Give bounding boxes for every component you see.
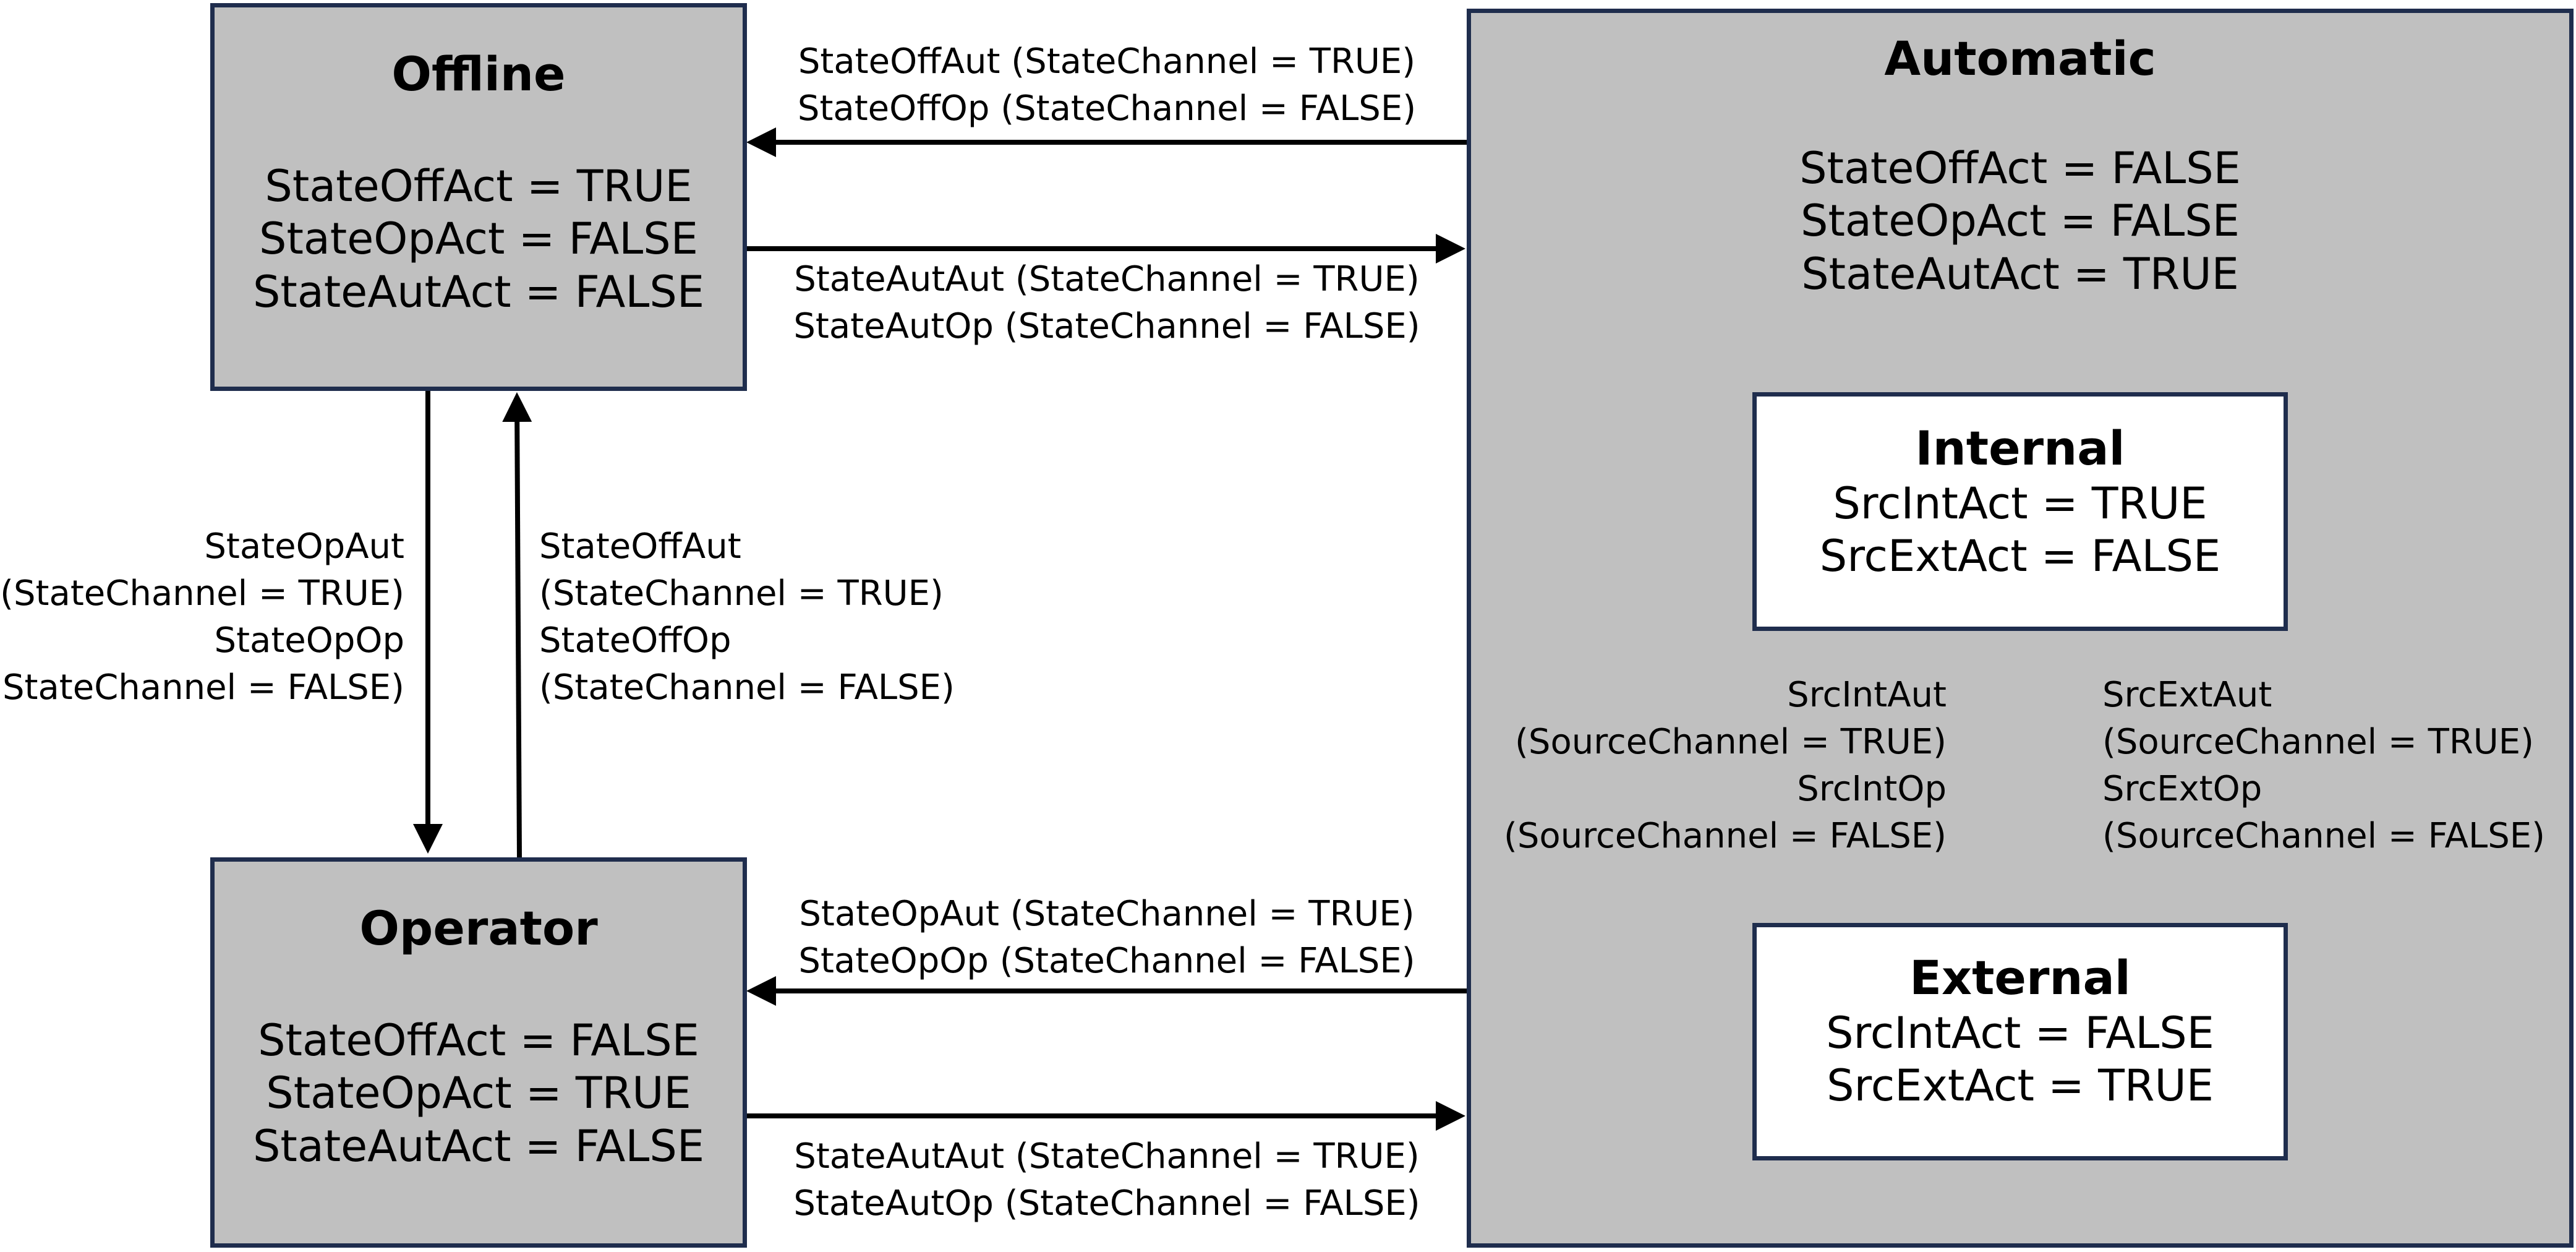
substate-internal-line: SrcIntAct = TRUE [1833,478,2207,529]
state-offline: Offline StateOffAct = TRUE StateOpAct = … [210,3,747,391]
state-operator-line: StateOpAct = TRUE [266,1068,691,1119]
state-automatic-line: StateOpAct = FALSE [1801,195,2240,247]
substate-internal: Internal SrcIntAct = TRUE SrcExtAct = FA… [1752,392,2288,631]
state-automatic-line: StateOffAct = FALSE [1799,142,2241,194]
state-offline-line: StateAutAct = FALSE [252,266,705,317]
arrow-operator-to-offline [502,392,532,858]
label-automatic-to-operator: StateOpAut (StateChannel = TRUE) StateOp… [798,894,1415,981]
state-offline-line: StateOpAct = FALSE [259,213,698,265]
substate-external-line: SrcIntAct = FALSE [1826,1007,2214,1058]
substate-external-line: SrcExtAct = TRUE [1827,1060,2214,1112]
label-offline-to-automatic: StateAutAut (StateChannel = TRUE) StateA… [793,259,1420,346]
state-automatic-title: Automatic [1884,31,2156,86]
state-automatic-line: StateAutAct = TRUE [1801,248,2239,299]
state-offline-title: Offline [391,46,566,101]
substate-internal-line: SrcExtAct = FALSE [1819,531,2221,582]
label-offline-to-operator: StateOpAut (StateChannel = TRUE) StateOp… [0,526,404,708]
label-operator-to-offline: StateOffAut (StateChannel = TRUE) StateO… [539,526,955,708]
label-internal-to-external: SrcExtAut (SourceChannel = TRUE) SrcExtO… [2102,675,2545,856]
state-operator-line: StateOffAct = FALSE [258,1014,699,1066]
label-operator-to-automatic: StateAutAut (StateChannel = TRUE) StateA… [793,1136,1420,1224]
label-automatic-to-offline: StateOffAut (StateChannel = TRUE) StateO… [797,41,1417,129]
substate-internal-title: Internal [1915,421,2125,476]
state-offline-line: StateOffAct = TRUE [265,160,693,212]
substate-external: External SrcIntAct = FALSE SrcExtAct = T… [1752,923,2288,1160]
label-external-to-internal: SrcIntAut (SourceChannel = TRUE) SrcIntO… [1504,675,1947,856]
state-operator-title: Operator [359,901,598,956]
substate-external-title: External [1909,950,2131,1005]
state-operator-line: StateAutAct = FALSE [252,1120,705,1172]
state-operator: Operator StateOffAct = FALSE StateOpAct … [210,857,747,1248]
